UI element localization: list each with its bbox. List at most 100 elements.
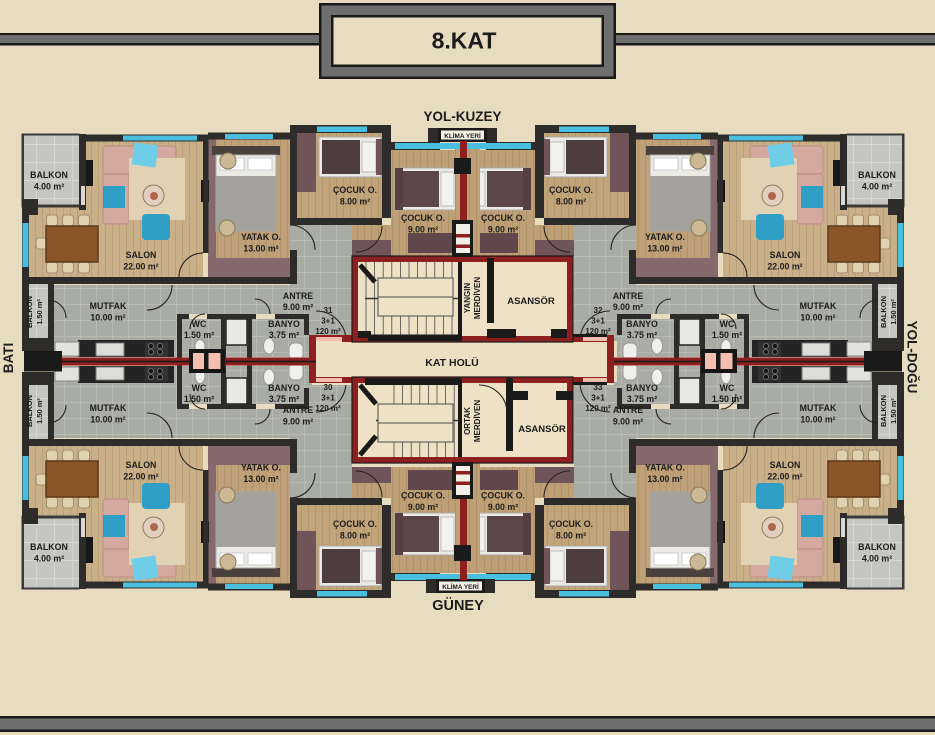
svg-text:BANYO: BANYO	[268, 319, 300, 329]
svg-text:MUTFAK: MUTFAK	[90, 301, 127, 311]
svg-text:33: 33	[594, 383, 603, 392]
svg-text:ORTAK: ORTAK	[463, 407, 472, 435]
svg-text:13.00 m²: 13.00 m²	[647, 244, 682, 254]
svg-text:BANYO: BANYO	[268, 383, 300, 393]
svg-text:BALKON: BALKON	[30, 542, 68, 552]
svg-text:10.00 m²: 10.00 m²	[800, 313, 835, 323]
svg-text:YOL-KUZEY: YOL-KUZEY	[423, 109, 501, 124]
svg-text:9.00 m²: 9.00 m²	[283, 302, 313, 312]
svg-text:GÜNEY: GÜNEY	[432, 597, 484, 614]
svg-text:8.00 m²: 8.00 m²	[340, 197, 370, 207]
svg-text:BALKON: BALKON	[30, 170, 68, 180]
svg-text:9.00 m²: 9.00 m²	[613, 302, 643, 312]
svg-text:WC: WC	[192, 319, 207, 329]
svg-text:SALON: SALON	[770, 460, 801, 470]
svg-text:MERDİVEN: MERDİVEN	[473, 277, 482, 319]
svg-text:10.00 m²: 10.00 m²	[90, 313, 125, 323]
svg-text:1.50 m²: 1.50 m²	[712, 394, 742, 404]
svg-text:ÇOCUK O.: ÇOCUK O.	[401, 213, 445, 223]
svg-text:1.50 m²: 1.50 m²	[35, 299, 44, 325]
svg-text:1.50 m²: 1.50 m²	[889, 299, 898, 325]
svg-text:9.00 m²: 9.00 m²	[283, 417, 313, 427]
svg-text:3+1: 3+1	[591, 394, 605, 403]
svg-text:MUTFAK: MUTFAK	[800, 403, 837, 413]
svg-text:ÇOCUK O.: ÇOCUK O.	[549, 185, 593, 195]
svg-text:22.00 m²: 22.00 m²	[123, 262, 158, 272]
svg-text:8.00 m²: 8.00 m²	[340, 531, 370, 541]
svg-text:BANYO: BANYO	[626, 319, 658, 329]
svg-text:3+1: 3+1	[591, 317, 605, 326]
svg-text:BALKON: BALKON	[25, 395, 34, 427]
svg-text:1.50 m²: 1.50 m²	[889, 398, 898, 424]
svg-text:BALKON: BALKON	[858, 170, 896, 180]
svg-text:ÇOCUK O.: ÇOCUK O.	[481, 491, 525, 501]
svg-text:3.75 m²: 3.75 m²	[627, 394, 657, 404]
svg-text:ÇOCUK O.: ÇOCUK O.	[549, 519, 593, 529]
svg-text:32: 32	[594, 306, 603, 315]
svg-text:8.00 m²: 8.00 m²	[556, 531, 586, 541]
svg-text:13.00 m²: 13.00 m²	[243, 474, 278, 484]
svg-text:3+1: 3+1	[321, 317, 335, 326]
svg-text:9.00 m²: 9.00 m²	[408, 225, 438, 235]
svg-text:BALKON: BALKON	[858, 542, 896, 552]
svg-text:13.00 m²: 13.00 m²	[243, 244, 278, 254]
svg-text:WC: WC	[192, 383, 207, 393]
svg-text:22.00 m²: 22.00 m²	[123, 472, 158, 482]
svg-text:30: 30	[324, 383, 333, 392]
svg-text:120 m²: 120 m²	[315, 327, 341, 336]
svg-text:22.00 m²: 22.00 m²	[767, 472, 802, 482]
svg-text:SALON: SALON	[126, 460, 157, 470]
svg-text:9.00 m²: 9.00 m²	[488, 225, 518, 235]
svg-text:YATAK O.: YATAK O.	[645, 463, 685, 473]
svg-text:YANGIN: YANGIN	[463, 283, 472, 314]
svg-text:ÇOCUK O.: ÇOCUK O.	[481, 213, 525, 223]
svg-text:YATAK O.: YATAK O.	[241, 232, 281, 242]
svg-text:3.75 m²: 3.75 m²	[269, 330, 299, 340]
svg-text:ANTRE: ANTRE	[613, 291, 643, 301]
svg-text:3+1: 3+1	[321, 394, 335, 403]
svg-text:22.00 m²: 22.00 m²	[767, 262, 802, 272]
svg-text:KAT HOLÜ: KAT HOLÜ	[425, 356, 478, 369]
svg-text:KLİMA YERİ: KLİMA YERİ	[444, 131, 481, 140]
svg-text:31: 31	[324, 306, 333, 315]
svg-text:ASANSÖR: ASANSÖR	[518, 424, 566, 435]
svg-text:ANTRE: ANTRE	[613, 405, 643, 415]
svg-text:120 m²: 120 m²	[585, 404, 611, 413]
svg-text:4.00 m²: 4.00 m²	[34, 554, 64, 564]
svg-text:YATAK O.: YATAK O.	[241, 463, 281, 473]
svg-text:13.00 m²: 13.00 m²	[647, 474, 682, 484]
svg-text:BANYO: BANYO	[626, 383, 658, 393]
svg-text:ÇOCUK O.: ÇOCUK O.	[401, 491, 445, 501]
svg-text:MERDİVEN: MERDİVEN	[473, 400, 482, 442]
svg-text:10.00 m²: 10.00 m²	[90, 415, 125, 425]
svg-text:WC: WC	[720, 383, 735, 393]
svg-text:9.00 m²: 9.00 m²	[488, 502, 518, 512]
svg-text:YOL-DOĞU: YOL-DOĞU	[905, 321, 920, 394]
svg-text:1.50 m²: 1.50 m²	[184, 330, 214, 340]
svg-text:120 m²: 120 m²	[315, 404, 341, 413]
svg-text:BALKON: BALKON	[879, 395, 888, 427]
svg-text:SALON: SALON	[126, 250, 157, 260]
svg-text:1.50 m²: 1.50 m²	[184, 394, 214, 404]
svg-text:8.KAT: 8.KAT	[432, 28, 497, 54]
svg-text:4.00 m²: 4.00 m²	[862, 554, 892, 564]
svg-text:WC: WC	[720, 319, 735, 329]
svg-text:1.50 m²: 1.50 m²	[712, 330, 742, 340]
svg-text:BALKON: BALKON	[25, 296, 34, 328]
svg-text:ANTRE: ANTRE	[283, 405, 313, 415]
svg-text:120 m²: 120 m²	[585, 327, 611, 336]
svg-text:3.75 m²: 3.75 m²	[269, 394, 299, 404]
svg-text:9.00 m²: 9.00 m²	[613, 417, 643, 427]
svg-text:1.50 m²: 1.50 m²	[35, 398, 44, 424]
svg-text:8.00 m²: 8.00 m²	[556, 197, 586, 207]
svg-text:9.00 m²: 9.00 m²	[408, 502, 438, 512]
svg-text:ASANSÖR: ASANSÖR	[507, 296, 555, 307]
svg-text:MUTFAK: MUTFAK	[800, 301, 837, 311]
svg-text:ANTRE: ANTRE	[283, 291, 313, 301]
svg-text:ÇOCUK O.: ÇOCUK O.	[333, 185, 377, 195]
svg-text:MUTFAK: MUTFAK	[90, 403, 127, 413]
svg-text:SALON: SALON	[770, 250, 801, 260]
svg-text:4.00 m²: 4.00 m²	[862, 182, 892, 192]
svg-text:10.00 m²: 10.00 m²	[800, 415, 835, 425]
svg-text:KLİMA YERİ: KLİMA YERİ	[442, 582, 479, 591]
